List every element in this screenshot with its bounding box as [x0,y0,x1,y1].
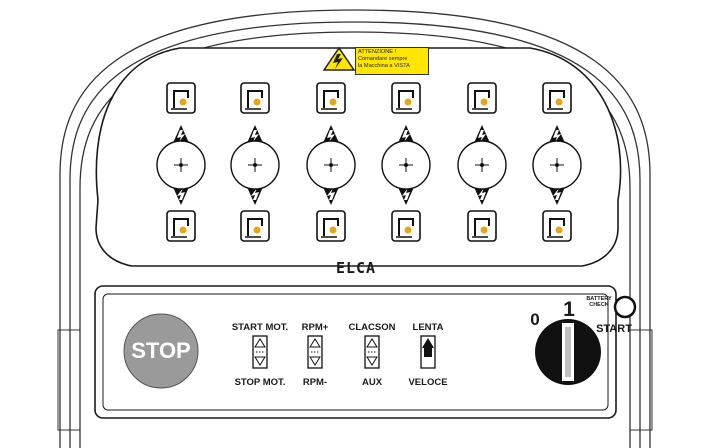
joystick-6[interactable] [532,82,582,242]
joystick-1[interactable] [156,82,206,242]
toggle-switch-group [252,335,436,369]
switch-4-top-label: LENTA [412,322,444,333]
switch-1-bottom-label: STOP MOT. [234,377,286,388]
joystick-3[interactable] [306,82,356,242]
jib-retract-icon [391,210,421,242]
toggle-switch-2[interactable] [307,335,323,369]
switch-3-bottom-label: AUX [361,377,383,388]
jib-extend-icon [391,82,421,114]
toggle-switch-1[interactable] [252,335,268,369]
switch-2-bottom-label: RPM- [302,377,328,388]
joystick-4[interactable] [381,82,431,242]
key-start-label: START [596,323,632,335]
joystick-5[interactable] [457,82,507,242]
switch-2-top-label: RPM+ [301,322,329,333]
warning-label: ATTENZIONE ! Comandare sempre la Macchin… [355,47,429,75]
boom-raise-icon [240,210,270,242]
warning-line-1: ATTENZIONE ! [358,49,397,55]
jib-lower-icon [316,82,346,114]
joystick-group [156,82,582,242]
key-position-0: 0 [530,310,540,329]
winch-up-icon [542,210,572,242]
warning-line-3: la Macchina a VISTA [358,63,410,69]
battery-check-line-1: BATTERY [586,296,612,302]
crane-slew-right-icon [166,210,196,242]
switch-4-bottom-label: VELOCE [408,377,448,388]
electric-warning-icon [322,46,356,71]
stop-button-label: STOP [131,338,191,363]
boom-extend-icon [467,82,497,114]
key-position-1: 1 [563,298,575,321]
crane-slew-left-icon [166,82,196,114]
brand-logo: ELCA [335,259,377,277]
boom-lower-icon [240,82,270,114]
switch-panel [94,285,617,419]
stop-button[interactable] [123,313,199,389]
winch-down-icon [542,82,572,114]
jib-raise-icon [316,210,346,242]
battery-check-label: BATTERY CHECK [584,296,614,308]
toggle-switch-3[interactable] [364,335,380,369]
boom-retract-icon [467,210,497,242]
battery-check-line-2: CHECK [589,302,609,308]
warning-line-2: Comandare sempre [358,56,408,62]
joystick-2[interactable] [230,82,280,242]
battery-check-lamp [613,295,637,319]
key-switch[interactable] [535,319,601,385]
switch-1-top-label: START MOT. [231,322,289,333]
switch-3-top-label: CLACSON [348,322,396,333]
toggle-switch-4[interactable] [420,335,436,369]
housing [59,9,651,448]
